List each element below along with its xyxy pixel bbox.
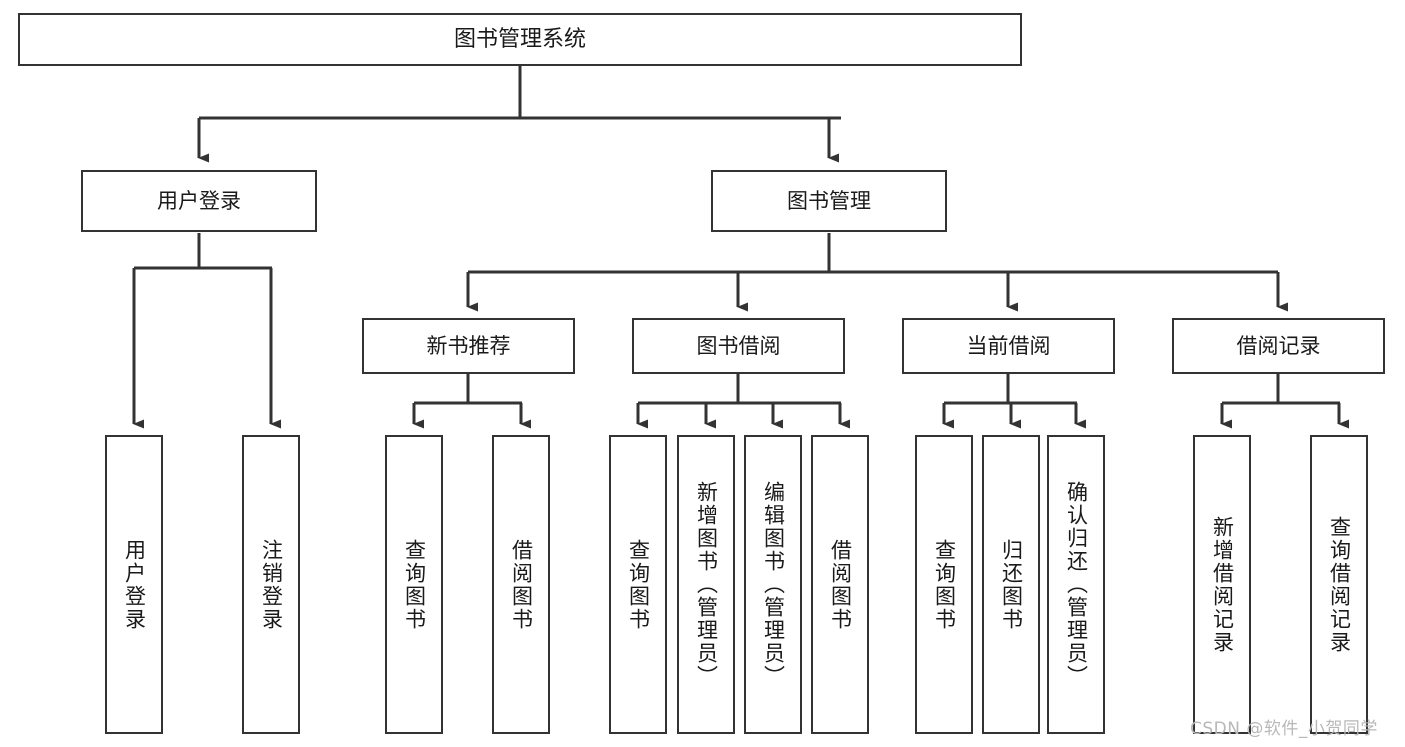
leaf-record-add-record[interactable]: 新增借阅记录: [1193, 435, 1251, 734]
node-label: 归还图书: [999, 538, 1024, 631]
node-label: 新书推荐: [426, 333, 511, 358]
node-label: 新增借阅记录: [1210, 515, 1235, 654]
node-label: 新增图书（管理员）: [694, 481, 719, 688]
node-label: 借阅图书: [509, 538, 534, 631]
node-label: 编辑图书（管理员）: [761, 481, 786, 688]
leaf-new-book-borrow-book[interactable]: 借阅图书: [492, 435, 550, 734]
csdn-watermark: CSDN @软件_小贺同学: [1190, 719, 1378, 739]
node-label: 图书借阅: [696, 333, 781, 358]
node-current-borrowing[interactable]: 当前借阅: [902, 318, 1115, 374]
leaf-borrow-query-book[interactable]: 查询图书: [609, 435, 667, 734]
node-book-borrowing[interactable]: 图书借阅: [632, 318, 845, 374]
node-label: 图书管理系统: [453, 26, 586, 52]
node-label: 查询借阅记录: [1327, 515, 1352, 654]
leaf-record-query-record[interactable]: 查询借阅记录: [1310, 435, 1368, 734]
leaf-current-query-book[interactable]: 查询图书: [915, 435, 973, 734]
node-label: 确认归还（管理员）: [1064, 481, 1089, 688]
node-book-management[interactable]: 图书管理: [711, 170, 947, 232]
leaf-borrow-borrow-book[interactable]: 借阅图书: [811, 435, 869, 734]
leaf-current-return-book[interactable]: 归还图书: [982, 435, 1040, 734]
leaf-logout[interactable]: 注销登录: [242, 435, 300, 734]
node-label: 用户登录: [122, 538, 147, 631]
node-label: 用户登录: [157, 188, 241, 213]
node-label: 查询图书: [626, 538, 651, 631]
node-user-login[interactable]: 用户登录: [81, 170, 317, 232]
node-label: 查询图书: [402, 538, 427, 631]
node-label: 当前借阅: [966, 333, 1051, 358]
node-label: 查询图书: [932, 538, 957, 631]
node-borrowing-records[interactable]: 借阅记录: [1172, 318, 1385, 374]
node-label: 图书管理: [787, 188, 871, 213]
leaf-user-login[interactable]: 用户登录: [105, 435, 163, 734]
node-root-book-management-system[interactable]: 图书管理系统: [18, 13, 1022, 66]
leaf-borrow-edit-book-admin[interactable]: 编辑图书（管理员）: [744, 435, 802, 734]
leaf-current-confirm-return-admin[interactable]: 确认归还（管理员）: [1047, 435, 1105, 734]
node-new-book-recommendation[interactable]: 新书推荐: [362, 318, 575, 374]
node-label: 借阅记录: [1236, 333, 1321, 358]
leaf-new-book-query-book[interactable]: 查询图书: [385, 435, 443, 734]
leaf-borrow-add-book-admin[interactable]: 新增图书（管理员）: [677, 435, 735, 734]
node-label: 借阅图书: [828, 538, 853, 631]
node-label: 注销登录: [259, 538, 284, 631]
